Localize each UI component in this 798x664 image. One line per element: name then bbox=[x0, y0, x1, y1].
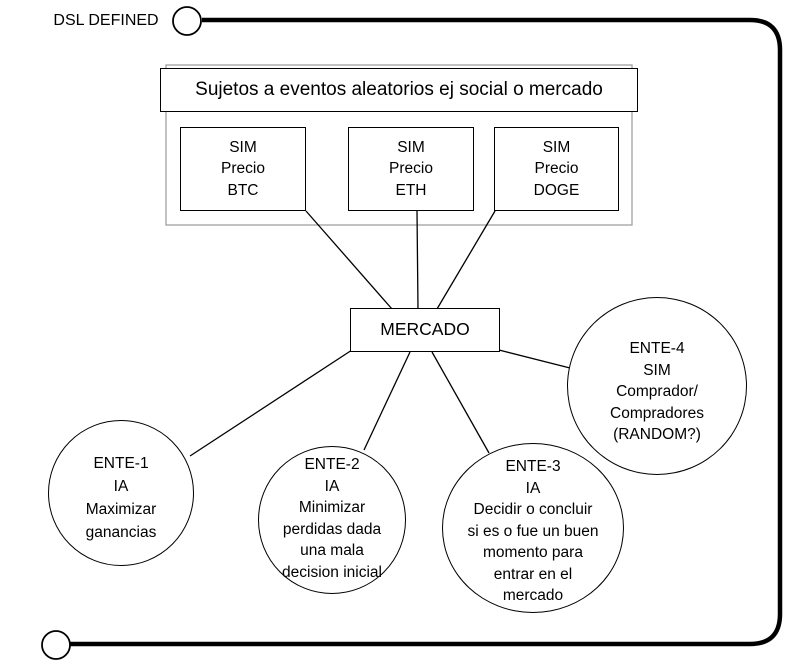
ente-3-line-5: momento para bbox=[483, 544, 583, 561]
ente-3-text: ENTE-3 IA Decidir o concluir si es o fue… bbox=[448, 456, 618, 607]
ente-2-line-5: una mala bbox=[300, 542, 364, 559]
ente-1-line-4: ganancias bbox=[85, 524, 157, 541]
edge-mercado-ente4 bbox=[498, 349, 571, 369]
ente-3-line-1: ENTE-3 bbox=[505, 458, 561, 475]
ente-2-line-2: IA bbox=[324, 477, 340, 495]
ente-3-line-2: IA bbox=[525, 479, 541, 497]
edge-doge-mercado bbox=[436, 210, 496, 310]
sim-box-eth: SIM Precio ETH bbox=[348, 127, 474, 211]
ente-4-circle bbox=[567, 297, 747, 475]
ente-4-line-4: Compradores bbox=[610, 404, 704, 422]
ente-1-text: ENTE-1 IA Maximizar ganancias bbox=[56, 452, 186, 544]
ente-1-line-3: Maximizar bbox=[85, 501, 157, 518]
ente-2-circle bbox=[258, 446, 406, 594]
edge-eth-mercado bbox=[416, 210, 419, 310]
ente-3-line-4: si es o fue un buen bbox=[467, 522, 599, 540]
ente-4-line-5: (RANDOM?) bbox=[613, 426, 701, 443]
ente-4-line-1: ENTE-4 bbox=[629, 340, 685, 357]
ente-3-line-6: entrar en el bbox=[493, 565, 573, 583]
edge-mercado-ente2 bbox=[363, 351, 411, 451]
group-title: Sujetos a eventos aleatorios ej social o… bbox=[160, 68, 638, 112]
sim-btc-line-2: Precio bbox=[221, 160, 265, 178]
edge-btc-mercado bbox=[305, 210, 393, 310]
ente-2-line-4: perdidas dada bbox=[282, 520, 382, 538]
edge-mercado-ente1 bbox=[189, 349, 353, 457]
frame-start-node bbox=[172, 6, 202, 36]
sim-doge-line-3: DOGE bbox=[533, 181, 580, 199]
ente-2-text: ENTE-2 IA Minimizar perdidas dada una ma… bbox=[262, 454, 402, 583]
ente-4-line-3: Comprador/ bbox=[616, 383, 698, 400]
frame-end-node bbox=[41, 630, 71, 660]
ente-1-line-1: ENTE-1 bbox=[93, 455, 149, 472]
sim-doge-line-1: SIM bbox=[542, 138, 571, 156]
ente-3-line-7: mercado bbox=[502, 587, 564, 604]
ente-1-line-2: IA bbox=[113, 478, 129, 495]
ente-2-line-3: Minimizar bbox=[298, 499, 366, 516]
sim-btc-line-1: SIM bbox=[229, 138, 257, 156]
ente-4-text: ENTE-4 SIM Comprador/ Compradores (RANDO… bbox=[572, 338, 742, 446]
sim-eth-line-2: Precio bbox=[389, 160, 433, 178]
ente-2-line-1: ENTE-2 bbox=[304, 456, 360, 473]
ente-1-circle bbox=[48, 420, 194, 566]
sim-eth-line-3: ETH bbox=[395, 181, 427, 199]
sim-box-doge: SIM Precio DOGE bbox=[494, 127, 619, 211]
mercado-box: MERCADO bbox=[350, 308, 500, 352]
ente-3-line-3: Decidir o concluir bbox=[473, 501, 593, 518]
sim-doge-line-2: Precio bbox=[534, 160, 579, 178]
frame-label: DSL DEFINED bbox=[53, 12, 159, 29]
frame-border bbox=[70, 17, 783, 647]
ente-3-circle bbox=[442, 443, 624, 613]
ente-4-line-2: SIM bbox=[643, 361, 671, 379]
edge-mercado-ente3 bbox=[431, 351, 490, 454]
sim-box-btc: SIM Precio BTC bbox=[180, 127, 306, 211]
sim-eth-line-1: SIM bbox=[397, 138, 425, 156]
sim-btc-line-3: BTC bbox=[227, 181, 259, 199]
ente-2-line-6: decision inicial bbox=[282, 563, 382, 581]
